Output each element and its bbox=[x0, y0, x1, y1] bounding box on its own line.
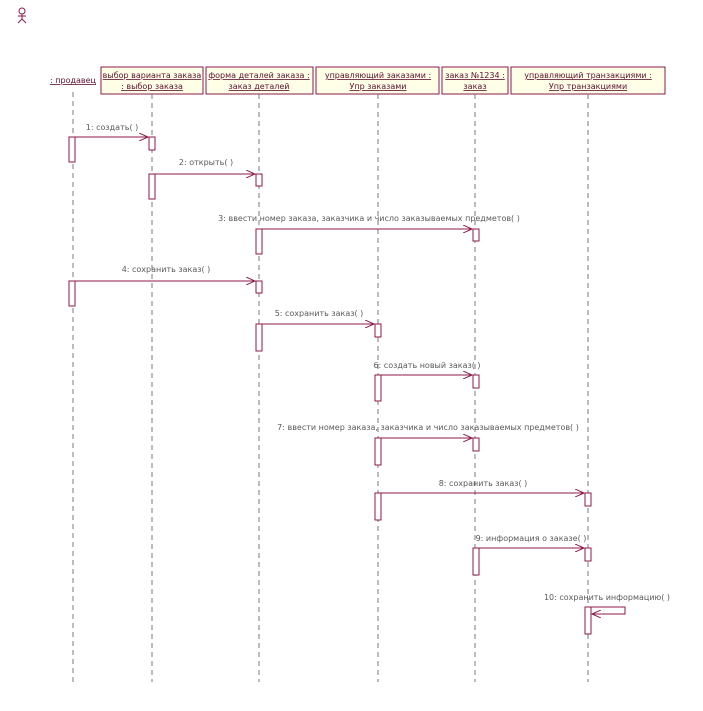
activation-bar bbox=[584, 606, 592, 635]
message-label: 3: ввести номер заказа, заказчика и числ… bbox=[218, 214, 520, 223]
message-label: 2: открыть( ) bbox=[179, 158, 233, 167]
message-label: 6: создать новый заказ( ) bbox=[373, 361, 480, 370]
activation-bar bbox=[374, 374, 382, 402]
activation-bar bbox=[584, 547, 592, 562]
object-name-line: выбор варианта заказа bbox=[103, 71, 202, 80]
object-name-line: управляющий транзакциями : bbox=[524, 71, 652, 80]
message-label: 7: ввести номер заказа, заказчика и числ… bbox=[277, 423, 579, 432]
object-header-1: форма деталей заказа : заказ деталей bbox=[205, 66, 314, 95]
object-name-line: форма деталей заказа : bbox=[208, 71, 309, 80]
object-name-line: управляющий заказами : bbox=[325, 71, 431, 80]
activation-bar bbox=[255, 228, 263, 255]
activation-bar bbox=[255, 173, 263, 187]
activation-bar bbox=[255, 280, 263, 294]
object-type-line: : выбор заказа bbox=[121, 82, 183, 91]
object-header-4: управляющий транзакциями : Упр транзакци… bbox=[510, 66, 666, 95]
message-label: 1: создать( ) bbox=[86, 123, 138, 132]
object-header-0: выбор варианта заказа : выбор заказа bbox=[100, 66, 204, 95]
activation-bar bbox=[68, 136, 76, 163]
object-type-line: Упр заказами bbox=[349, 82, 406, 91]
activation-bar bbox=[255, 323, 263, 352]
object-header-3: заказ №1234 : заказ bbox=[441, 66, 509, 95]
actor-icon bbox=[17, 7, 27, 24]
activation-bar bbox=[472, 228, 480, 242]
activation-bar bbox=[148, 136, 156, 151]
object-type-line: Упр транзакциями bbox=[549, 82, 627, 91]
message-label: 5: сохранить заказ( ) bbox=[275, 309, 364, 318]
message-label: 8: сохранить заказ( ) bbox=[439, 479, 528, 488]
object-header-2: управляющий заказами : Упр заказами bbox=[315, 66, 440, 95]
object-type-line: заказ деталей bbox=[229, 82, 290, 91]
object-type-line: заказ bbox=[463, 82, 486, 91]
message-label: 9: информация о заказе( ) bbox=[476, 534, 587, 543]
activation-bar bbox=[472, 374, 480, 389]
activation-bar bbox=[472, 547, 480, 576]
activation-bar bbox=[148, 173, 156, 200]
activation-bar bbox=[68, 280, 76, 307]
activation-bar bbox=[374, 437, 382, 466]
activation-bar bbox=[374, 323, 382, 338]
activation-bar bbox=[472, 437, 480, 452]
self-message-arrow bbox=[591, 606, 626, 614]
message-label: 4: сохранить заказ( ) bbox=[122, 265, 211, 274]
activation-bar bbox=[374, 492, 382, 521]
activation-bar bbox=[584, 492, 592, 507]
object-name-line: заказ №1234 : bbox=[445, 71, 505, 80]
message-label: 10: сохранить информацию( ) bbox=[544, 593, 670, 602]
actor-label: : продавец bbox=[50, 76, 97, 85]
